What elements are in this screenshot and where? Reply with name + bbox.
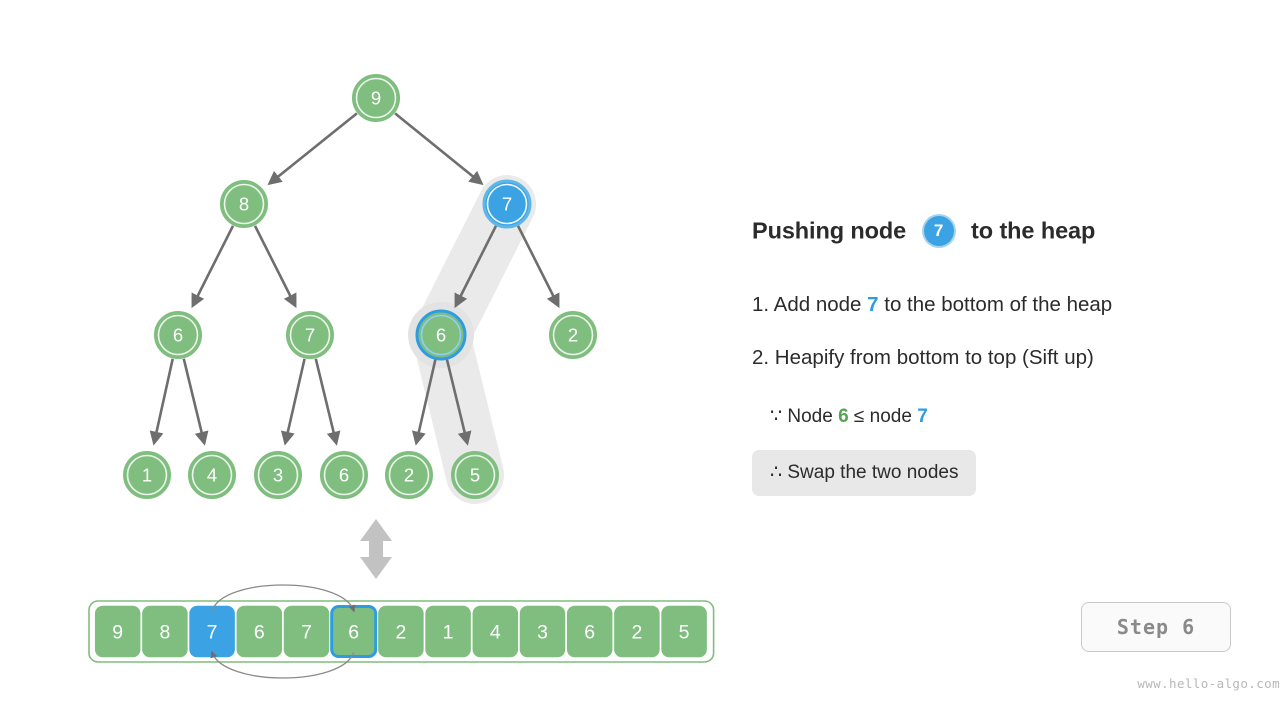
panel-heading: Pushing node 7 to the heap	[752, 214, 1095, 248]
because-text-middle: ≤ node	[848, 406, 918, 427]
array-cell: 5	[661, 605, 707, 658]
step-2-text: Heapify from bottom to top (Sift up)	[769, 346, 1094, 369]
step-1-index: 1.	[752, 293, 770, 316]
array-cell: 1	[425, 605, 471, 658]
tree-node: 4	[188, 451, 236, 499]
tree-node: 6	[320, 451, 368, 499]
because-text-before: Node	[782, 406, 839, 427]
tree-node-value: 4	[207, 465, 217, 486]
array-cell-value: 7	[207, 622, 218, 644]
tree-node-value: 6	[173, 325, 183, 346]
array-cell-value: 7	[301, 622, 312, 644]
tree-node: 7	[286, 311, 334, 359]
heading-prefix: Pushing node	[752, 217, 907, 244]
array-cell: 7	[283, 605, 330, 658]
array-cell-value: 6	[348, 622, 359, 644]
tree-node: 8	[220, 180, 268, 228]
step-1-text-after: to the bottom of the heap	[878, 293, 1113, 316]
because-line: ∵ Node 6 ≤ node 7	[770, 405, 928, 428]
tree-node-value: 7	[305, 325, 315, 346]
array-cell-value: 4	[490, 622, 501, 644]
tree-node: 1	[123, 451, 171, 499]
tree-node-value: 9	[371, 88, 381, 109]
site-watermark: www.hello-algo.com	[1137, 676, 1280, 691]
array-cell-value: 5	[679, 622, 690, 644]
array-cell-value: 1	[443, 622, 454, 644]
because-symbol: ∵	[770, 406, 783, 427]
step-counter-badge: Step 6	[1081, 602, 1231, 652]
array-cell: 2	[614, 605, 660, 658]
array-cell-value: 2	[631, 622, 642, 644]
array-cell-value: 6	[584, 622, 595, 644]
tree-node-value: 3	[273, 465, 283, 486]
step-line-2: 2. Heapify from bottom to top (Sift up)	[752, 346, 1094, 370]
array-cell: 2	[378, 605, 424, 658]
array-cell-value: 3	[537, 622, 548, 644]
step-1-text-before: Add node	[769, 293, 868, 316]
because-value-a: 6	[838, 406, 849, 427]
because-value-b: 7	[917, 406, 928, 427]
array-cell-value: 9	[112, 622, 123, 644]
tree-node-value: 2	[568, 325, 578, 346]
tree-node-value: 1	[142, 465, 152, 486]
tree-node: 7	[482, 179, 532, 229]
array-cell: 9	[94, 605, 141, 658]
array-cell: 3	[519, 605, 566, 658]
array-cell: 6	[330, 605, 378, 658]
tree-nodes: 9 8 7 6 7 6 2 1 4 3 6 2 5	[123, 74, 597, 499]
array-cell-value: 2	[395, 622, 406, 644]
tree-node-value: 6	[436, 325, 446, 346]
array-cell: 4	[472, 605, 519, 658]
array-cell: 7	[189, 605, 235, 658]
array-cell: 6	[236, 605, 283, 658]
tree-node: 6	[154, 311, 202, 359]
step-1-value: 7	[867, 293, 879, 316]
step-2-index: 2.	[752, 346, 770, 369]
tree-node: 5	[451, 451, 499, 499]
tree-node-value: 2	[404, 465, 414, 486]
conclusion-symbol: ∴	[770, 462, 783, 483]
explanation-panel: Pushing node 7 to the heap 1. Add node 7…	[752, 0, 1280, 720]
tree-node-value: 7	[502, 194, 512, 215]
array-swap-arrows	[210, 584, 356, 679]
array-cell: 6	[566, 605, 613, 658]
tree-node: 6	[415, 309, 467, 361]
tree-edges	[149, 112, 560, 446]
array-cell-value: 8	[159, 622, 170, 644]
tree-node: 2	[549, 311, 597, 359]
conclusion-box: ∴ Swap the two nodes	[752, 450, 977, 496]
heap-diagram: 9 8 7 6 7 6 2 1 4 3 6 2 5 9 8 7 6 7 6 2 1 4 3 6 2 5	[88, 74, 715, 679]
heading-suffix: to the heap	[971, 217, 1096, 244]
tree-node-value: 6	[339, 465, 349, 486]
step-line-1: 1. Add node 7 to the bottom of the heap	[752, 293, 1112, 317]
tree-array-link-icon	[360, 519, 392, 579]
array-cell: 8	[142, 605, 188, 658]
array-cell-value: 6	[254, 622, 265, 644]
tree-node-value: 5	[470, 465, 480, 486]
tree-node: 9	[352, 74, 400, 122]
heading-node-badge: 7	[921, 214, 956, 248]
heap-array: 9 8 7 6 7 6 2 1 4 3 6 2 5	[88, 600, 715, 663]
heading-node-badge-value: 7	[923, 216, 954, 246]
tree-node: 3	[254, 451, 302, 499]
tree-node-value: 8	[239, 194, 249, 215]
conclusion-text: Swap the two nodes	[782, 462, 959, 483]
tree-node: 2	[385, 451, 433, 499]
